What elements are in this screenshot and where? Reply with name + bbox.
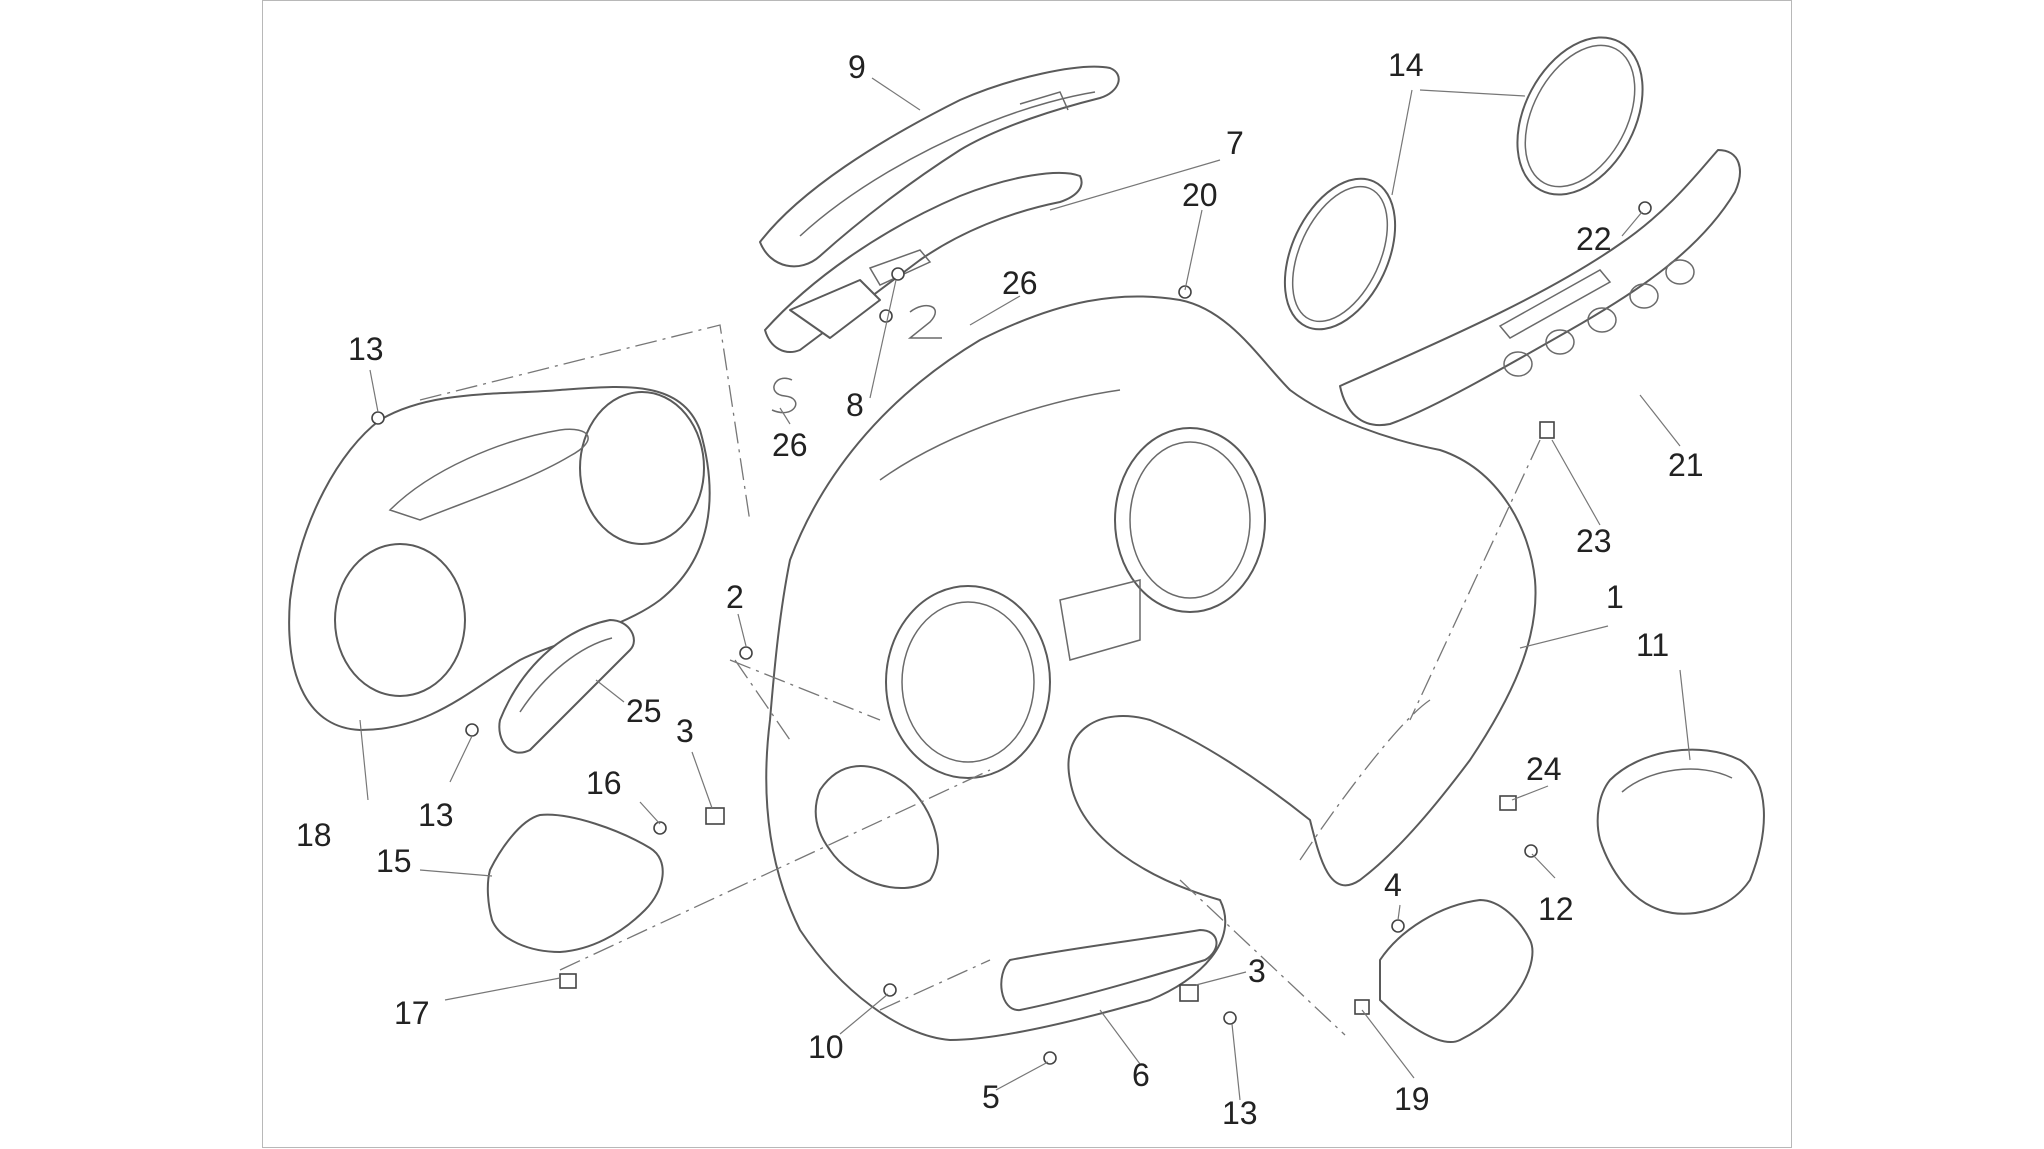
hardware-screws: [371, 201, 1652, 1065]
callout-16: 16: [586, 765, 622, 801]
assembly-lines: [419, 324, 1541, 1036]
callout-10: 10: [808, 1029, 844, 1065]
callout-13-top-left: 13: [348, 331, 384, 367]
callout-13-bottom: 13: [1222, 1095, 1258, 1131]
part-19-bracket-plate: [1379, 899, 1534, 1043]
part-11-side-cover: [1596, 748, 1765, 915]
callout-15: 15: [376, 843, 412, 879]
callout-labels: 9 7 20 26 8 26 14 22 21 23 13 2 1 11 25 …: [296, 47, 1704, 1131]
callout-23: 23: [1576, 523, 1612, 559]
callout-13-left: 13: [418, 797, 454, 833]
callout-4: 4: [1384, 867, 1402, 903]
callout-24: 24: [1526, 751, 1562, 787]
part-7-visor-trim: [764, 171, 1083, 353]
callout-3-right: 3: [1248, 953, 1266, 989]
part-21-switch-panel: [1339, 149, 1741, 427]
drawing-frame: [262, 0, 1792, 1148]
callout-7: 7: [1226, 125, 1244, 161]
callout-3-left: 3: [676, 713, 694, 749]
callout-26-upper: 26: [1002, 265, 1038, 301]
callout-17: 17: [394, 995, 430, 1031]
callout-5: 5: [982, 1079, 1000, 1115]
callout-26-lower: 26: [772, 427, 808, 463]
callout-22: 22: [1576, 221, 1612, 257]
callout-18: 18: [296, 817, 332, 853]
part-14-bezel-rings: [1283, 36, 1644, 331]
callout-19: 19: [1394, 1081, 1430, 1117]
part-6-lower-trim: [1000, 929, 1218, 1012]
callout-12: 12: [1538, 891, 1574, 927]
part-25-display-unit: [498, 619, 635, 754]
callout-25: 25: [626, 693, 662, 729]
callout-20: 20: [1182, 177, 1218, 213]
part-1-main-fairing: [765, 295, 1537, 1041]
part-9-visor-cover: [759, 65, 1120, 268]
callout-6: 6: [1132, 1057, 1150, 1093]
part-26-logo-letters: [771, 304, 942, 414]
callout-9: 9: [848, 49, 866, 85]
part-15-lower-cover: [486, 813, 664, 953]
callout-2: 2: [726, 579, 744, 615]
leader-lines: [359, 77, 1691, 1101]
part-18-instrument-housing: [288, 386, 711, 731]
callout-8: 8: [846, 387, 864, 423]
callout-11: 11: [1636, 627, 1669, 663]
callout-14: 14: [1388, 47, 1424, 83]
callout-1: 1: [1606, 579, 1624, 615]
callout-21: 21: [1668, 447, 1704, 483]
